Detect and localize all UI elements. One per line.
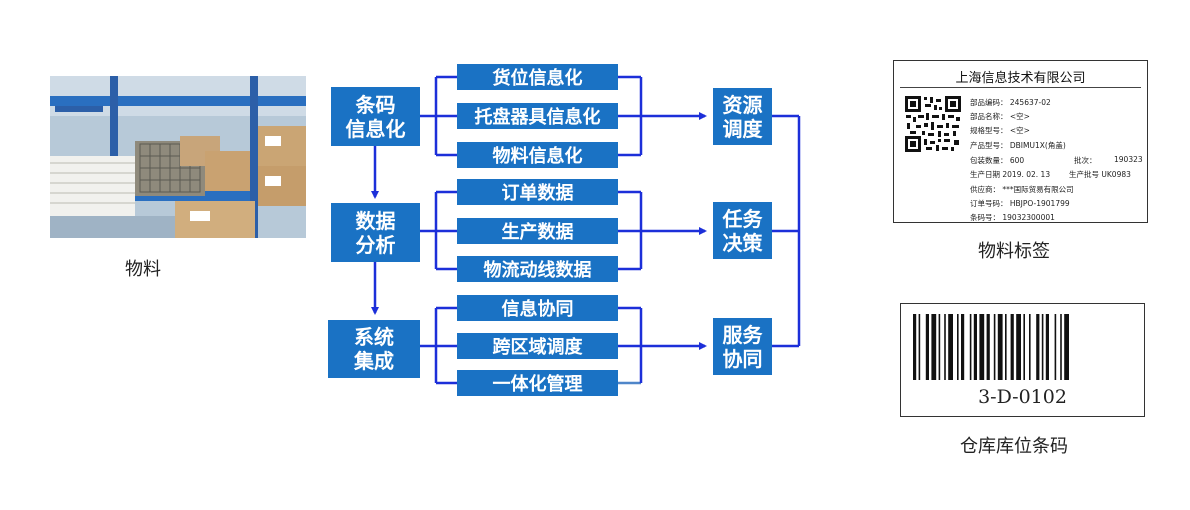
barcode-bar: [1010, 314, 1014, 380]
material-photo: [50, 76, 306, 238]
barcode-text: 3-D-0102: [978, 386, 1067, 408]
node-task-decision: 任务决策: [713, 202, 772, 259]
barcode-bar: [1023, 314, 1025, 380]
location-barcode-caption: 仓库库位条码: [960, 436, 1068, 457]
material-label-card: 上海信息技术有限公司 部品编码： 245637-02 部品名称： <空> 规格型…: [893, 60, 1148, 223]
qr-code-icon: [904, 95, 962, 153]
barcode-bar: [1064, 314, 1069, 380]
barcode-bar: [918, 314, 921, 380]
barcode-bar: [957, 314, 959, 380]
node-location-info: 货位信息化: [457, 64, 618, 90]
node-barcode-informatization: 条码信息化: [331, 87, 420, 146]
barcode-bar: [913, 314, 917, 380]
barcode-bar: [1036, 314, 1040, 380]
barcode-bar: [986, 314, 990, 380]
node-production-data: 生产数据: [457, 218, 618, 244]
node-cross-region-dispatch: 跨区域调度: [457, 333, 618, 359]
barcode-bar: [938, 314, 941, 380]
photo-caption: 物料: [125, 259, 161, 280]
node-material-info: 物料信息化: [457, 142, 618, 168]
barcode-bar: [1060, 314, 1062, 380]
node-system-integration: 系统集成: [328, 320, 420, 378]
barcode-bar: [997, 314, 1003, 380]
location-barcode-card: 3-D-0102: [900, 303, 1145, 417]
barcode-bar: [1016, 314, 1021, 380]
barcode-bar: [961, 314, 965, 380]
barcode-icon: [913, 314, 1069, 380]
node-logistics-flow-data: 物流动线数据: [457, 256, 618, 282]
node-pallet-info: 托盘器具信息化: [457, 103, 618, 129]
barcode-bar: [973, 314, 977, 380]
barcode-bar: [1054, 314, 1057, 380]
barcode-bar: [948, 314, 953, 380]
barcode-bar: [979, 314, 985, 380]
label-divider: [900, 87, 1141, 88]
node-order-data: 订单数据: [457, 179, 618, 205]
barcode-bar: [925, 314, 929, 380]
barcode-bar: [944, 314, 946, 380]
material-label-caption: 物料标签: [978, 241, 1050, 262]
node-data-analysis: 数据分析: [331, 203, 420, 262]
barcode-bar: [969, 314, 972, 380]
node-service-collaboration: 服务协同: [713, 318, 772, 375]
barcode-bar: [993, 314, 996, 380]
barcode-bar: [1029, 314, 1031, 380]
node-info-collaboration: 信息协同: [457, 295, 618, 321]
barcode-bar: [1045, 314, 1049, 380]
node-resource-scheduling: 资源调度: [713, 88, 772, 145]
barcode-bar: [1005, 314, 1007, 380]
label-company: 上海信息技术有限公司: [955, 71, 1086, 86]
barcode-bar: [931, 314, 937, 380]
node-integrated-management: 一体化管理: [457, 370, 618, 396]
barcode-bar: [1041, 314, 1044, 380]
